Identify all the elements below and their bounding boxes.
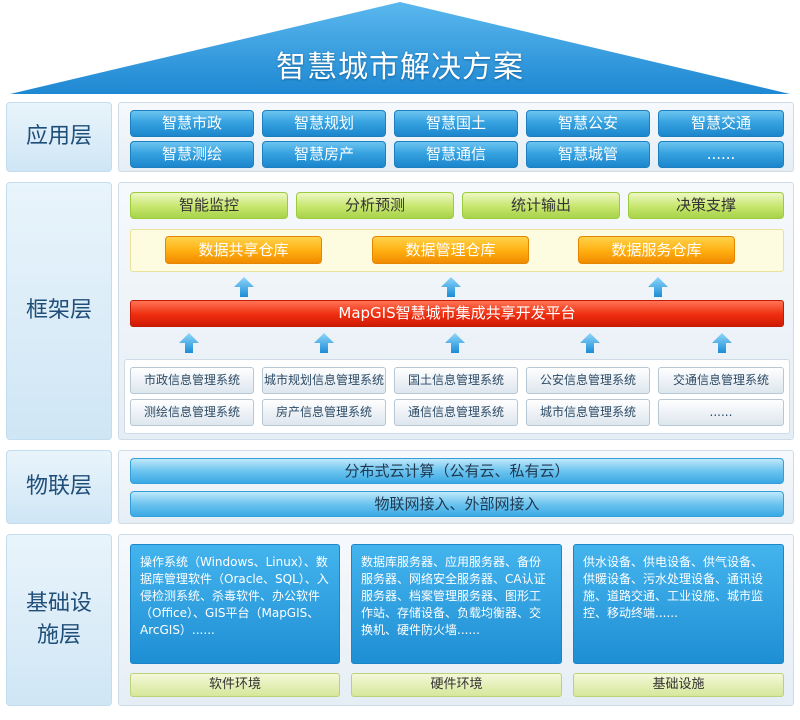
app-item-urban-management[interactable]: 智慧城管 xyxy=(526,141,650,168)
app-item-municipal[interactable]: 智慧市政 xyxy=(130,110,254,137)
system-municipal[interactable]: 市政信息管理系统 xyxy=(130,367,254,394)
app-item-more[interactable]: ...... xyxy=(658,141,784,168)
up-arrow-icon xyxy=(440,276,462,298)
up-arrow-icon xyxy=(233,276,255,298)
software-description: 操作系统（Windows、Linux）、数据库管理软件（Oracle、SQL）、… xyxy=(130,544,340,664)
up-arrow-icon xyxy=(579,332,601,354)
up-arrow-icon xyxy=(647,276,669,298)
up-arrow-icon xyxy=(178,332,200,354)
framework-item-statistics[interactable]: 统计输出 xyxy=(462,192,620,219)
app-item-planning[interactable]: 智慧规划 xyxy=(262,110,386,137)
system-realestate[interactable]: 房产信息管理系统 xyxy=(262,399,386,426)
layer-label-application: 应用层 xyxy=(6,102,112,172)
system-surveying[interactable]: 测绘信息管理系统 xyxy=(130,399,254,426)
layer-label-framework: 框架层 xyxy=(6,182,112,440)
system-land[interactable]: 国土信息管理系统 xyxy=(394,367,518,394)
app-item-realestate[interactable]: 智慧房产 xyxy=(262,141,386,168)
layer-label-iot: 物联层 xyxy=(6,450,112,524)
cloud-computing-bar[interactable]: 分布式云计算（公有云、私有云） xyxy=(130,458,784,484)
system-urban-planning[interactable]: 城市规划信息管理系统 xyxy=(262,367,386,394)
mapgis-platform-bar[interactable]: MapGIS智慧城市集成共享开发平台 xyxy=(130,300,784,327)
software-environment-button[interactable]: 软件环境 xyxy=(130,673,340,697)
framework-item-prediction[interactable]: 分析预测 xyxy=(296,192,454,219)
app-item-surveying[interactable]: 智慧测绘 xyxy=(130,141,254,168)
warehouse-service[interactable]: 数据服务仓库 xyxy=(578,236,735,264)
warehouse-sharing[interactable]: 数据共享仓库 xyxy=(165,236,322,264)
up-arrow-icon xyxy=(711,332,733,354)
system-traffic[interactable]: 交通信息管理系统 xyxy=(658,367,784,394)
hardware-description: 数据库服务器、应用服务器、备份服务器、网络安全服务器、CA认证服务器、档案管理服… xyxy=(351,544,562,664)
framework-item-decision[interactable]: 决策支撑 xyxy=(628,192,784,219)
up-arrow-icon xyxy=(444,332,466,354)
warehouse-management[interactable]: 数据管理仓库 xyxy=(372,236,529,264)
app-item-traffic[interactable]: 智慧交通 xyxy=(658,110,784,137)
layer-label-infrastructure-line1: 基础设 xyxy=(25,591,92,616)
page-title: 智慧城市解决方案 xyxy=(276,50,524,85)
layer-label-infrastructure-line2: 施层 xyxy=(36,623,81,648)
layer-label-infrastructure: 基础设 施层 xyxy=(6,534,112,706)
system-more[interactable]: ...... xyxy=(658,399,784,426)
roof-banner: 智慧城市解决方案 xyxy=(0,0,800,96)
app-item-communication[interactable]: 智慧通信 xyxy=(394,141,518,168)
framework-item-monitoring[interactable]: 智能监控 xyxy=(130,192,288,219)
app-item-police[interactable]: 智慧公安 xyxy=(526,110,650,137)
roof-shape xyxy=(10,2,790,94)
app-item-land[interactable]: 智慧国土 xyxy=(394,110,518,137)
system-police[interactable]: 公安信息管理系统 xyxy=(526,367,650,394)
network-access-bar[interactable]: 物联网接入、外部网接入 xyxy=(130,491,784,517)
system-city[interactable]: 城市信息管理系统 xyxy=(526,399,650,426)
system-communication[interactable]: 通信信息管理系统 xyxy=(394,399,518,426)
hardware-environment-button[interactable]: 硬件环境 xyxy=(351,673,562,697)
up-arrow-icon xyxy=(313,332,335,354)
facilities-description: 供水设备、供电设备、供气设备、供暖设备、污水处理设备、通讯设施、道路交通、工业设… xyxy=(573,544,784,664)
infrastructure-facilities-button[interactable]: 基础设施 xyxy=(573,673,784,697)
